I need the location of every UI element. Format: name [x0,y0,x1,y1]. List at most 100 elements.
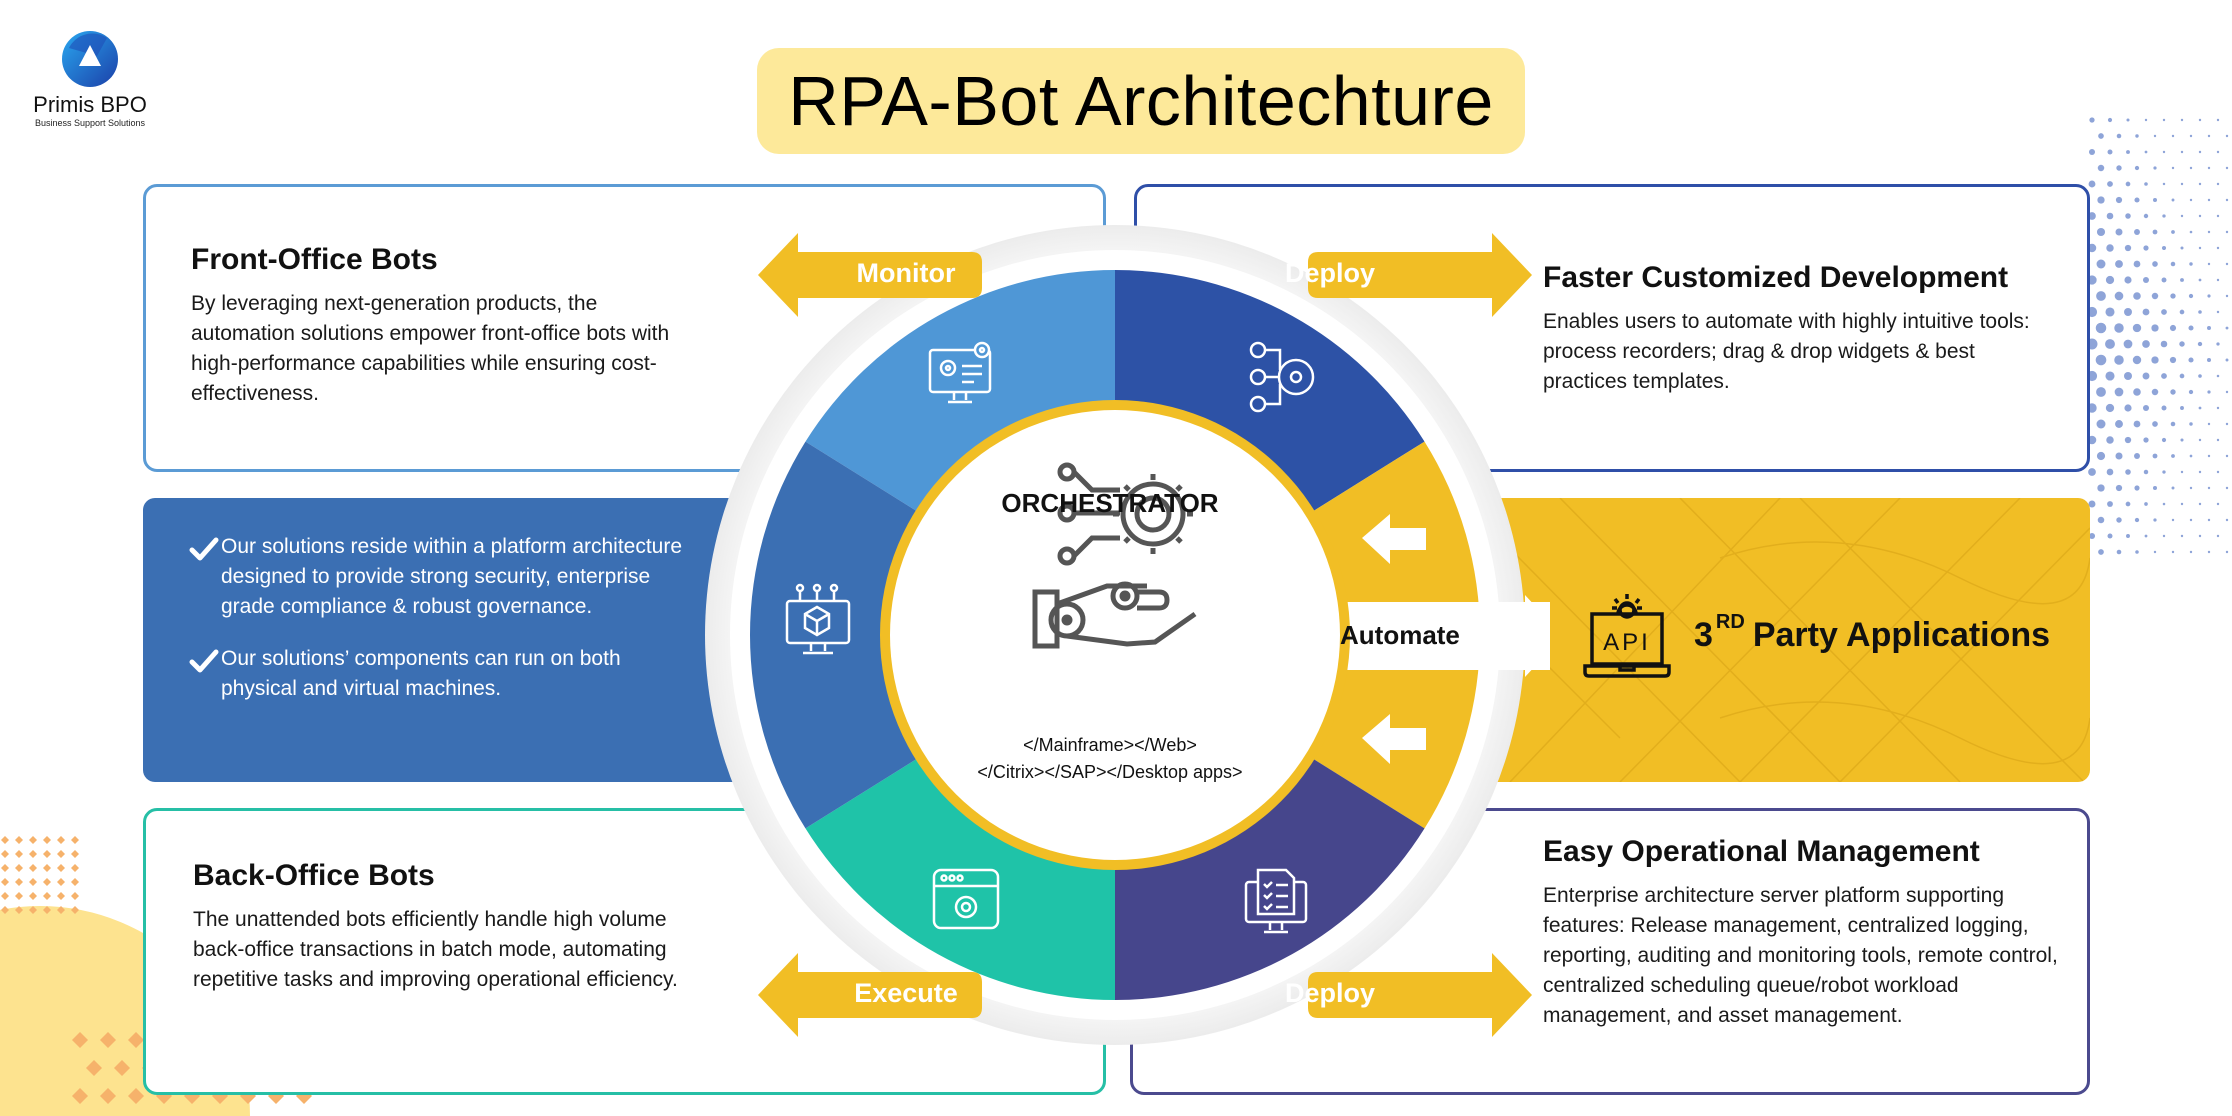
decor-dot [2180,118,2184,122]
decor-dot [2105,339,2115,349]
decor-diamond [72,1088,88,1104]
decor-dot [2180,182,2184,186]
decor-dot [2207,230,2211,234]
decor-diamond [29,906,37,914]
decor-dot [2207,294,2211,298]
decor-dot [2189,134,2193,138]
decor-diamond [57,878,65,886]
decor-dot [2198,502,2202,506]
decor-dot [2152,421,2158,427]
decor-dot [2216,214,2220,218]
decor-dot [2107,149,2113,155]
orchestrator-cycle-diagram [705,225,1550,1045]
monitor-arrow[interactable] [758,233,982,317]
decor-dot [2225,134,2229,138]
decor-diamond [71,878,79,886]
decor-dot [2189,518,2193,522]
decor-dot [2161,309,2167,315]
decor-dot [2162,182,2166,186]
decor-diamond [71,864,79,872]
decor-dot [2114,355,2124,365]
decor-dot [2180,502,2184,506]
decor-dot [2153,198,2157,202]
deploy-bottom-label[interactable]: Deploy [1284,978,1376,1008]
decor-dot [2133,260,2141,268]
decor-dot [2198,470,2202,474]
monitor-label[interactable]: Monitor [856,258,956,288]
third-party-label: Party Applications [1752,616,2051,654]
decor-dot [2169,356,2177,364]
decor-dot [2207,326,2211,330]
decor-dot [2134,453,2140,459]
decor-dot [2162,502,2166,506]
decor-dot [2106,468,2114,476]
deploy-top-arrow[interactable] [1308,233,1532,317]
card-body: Enables users to automate with highly in… [1543,310,2030,393]
card-body: Enterprise architecture server platform … [1543,884,2058,1027]
decor-diamond [57,836,65,844]
decor-dot [2225,326,2229,330]
decor-dot [2124,436,2132,444]
decor-dot [2225,454,2229,458]
decor-dot [2096,259,2106,269]
decor-diamond [100,1088,116,1104]
page-title: RPA-Bot Architechture [788,62,1494,140]
decor-dot [2132,355,2142,365]
decor-dot [2207,422,2211,426]
decor-dot [2132,323,2142,333]
decor-dot [2097,516,2105,524]
decor-dot [2107,117,2113,123]
automate-label: Automate [1340,620,1460,650]
decor-dot [2170,421,2176,427]
decor-dot [2105,403,2115,413]
execute-arrow[interactable] [758,953,982,1037]
decor-dot [2115,196,2123,204]
decor-dot [2098,133,2104,139]
execute-label[interactable]: Execute [854,978,958,1008]
decor-dot [2170,293,2176,299]
decor-diamond [43,906,51,914]
decor-diamond [15,864,23,872]
decor-dot [2135,550,2139,554]
decor-dot [2170,389,2176,395]
decor-dot [2114,323,2124,333]
decor-dot [2198,246,2202,250]
decor-dot [2115,420,2123,428]
decor-dot [2143,437,2149,443]
decor-dot [2124,404,2132,412]
decor-dot [2189,262,2193,266]
decor-dot [2180,214,2184,218]
decor-dot [2171,518,2175,522]
deploy-bottom-arrow[interactable] [1308,953,1532,1037]
decor-dot [2142,308,2150,316]
decor-dot [2126,118,2130,122]
decor-dot [2153,518,2157,522]
decor-dot [2096,419,2106,429]
orchestrator-title: ORCHESTRATOR [1001,488,1219,518]
decor-diamond [29,892,37,900]
decor-diamond [43,850,51,858]
decor-dot [2114,291,2124,301]
card-body: By leveraging next-generation products, … [191,292,670,405]
decor-dot [2124,244,2132,252]
decor-dot [2144,502,2148,506]
checklist-monitor-icon [1244,868,1308,934]
decor-dot [2171,454,2175,458]
bullet-text: Our solutions’ components can run on bot… [221,647,621,700]
decor-dot [2198,118,2202,122]
deploy-top-label[interactable]: Deploy [1284,258,1376,288]
decor-dot [2151,388,2159,396]
decor-dot [2180,246,2184,250]
orchestrator-tags: </Mainframe></Web> </Citrix></SAP></Desk… [910,732,1310,786]
decor-dot [2216,150,2220,154]
robot-hand-gear-icon [1032,462,1197,649]
decor-dot [2126,534,2130,538]
decor-dot [2162,118,2166,122]
decor-dot [2225,518,2229,522]
card-heading: Back-Office Bots [193,859,435,892]
decor-dot [2207,486,2211,490]
svg-text:API: API [1603,629,1651,656]
decor-dot [2144,182,2148,186]
decor-dot [2198,534,2202,538]
decor-dot [2152,485,2158,491]
